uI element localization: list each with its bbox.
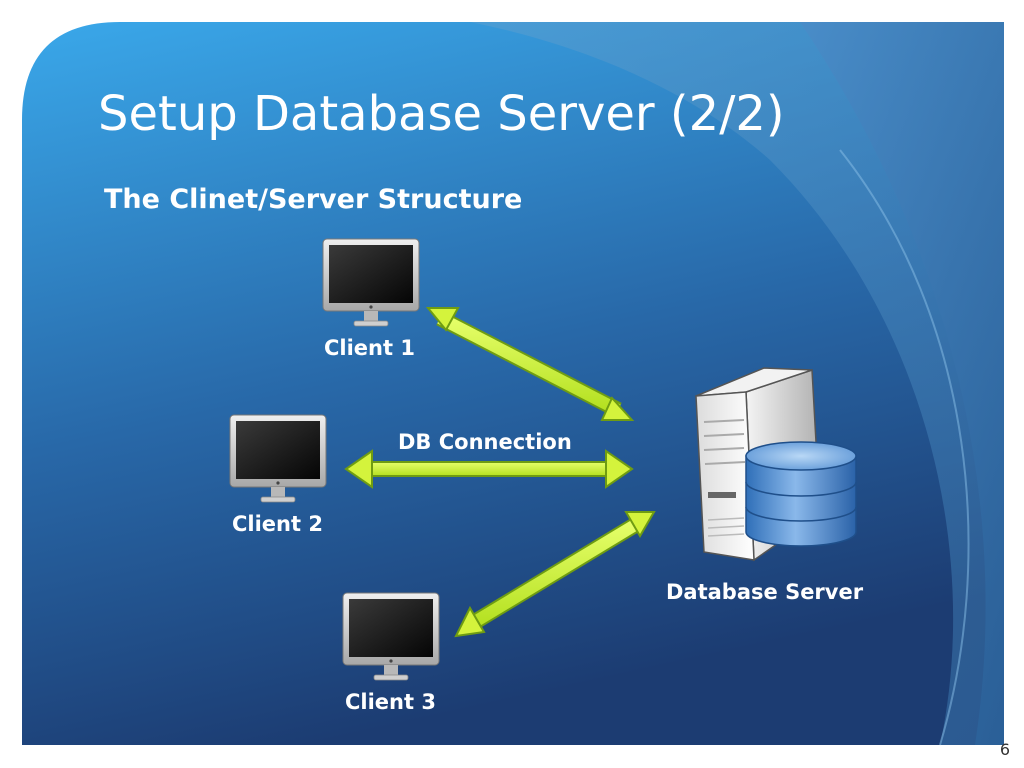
slide-subtitle: The Clinet/Server Structure	[104, 184, 523, 215]
slide-title: Setup Database Server (2/2)	[98, 86, 785, 142]
client-3-label: Client 3	[345, 690, 436, 714]
database-server-label: Database Server	[666, 580, 864, 604]
arrow-client-2	[344, 449, 634, 489]
client-2-label: Client 2	[232, 512, 323, 536]
monitor-icon	[342, 592, 440, 681]
monitor-icon	[229, 414, 327, 503]
database-server-icon	[695, 367, 857, 562]
page-number: 6	[999, 740, 1010, 759]
connection-label: DB Connection	[398, 430, 572, 454]
arrow-client-1	[425, 307, 635, 421]
arrow-client-3	[454, 511, 656, 638]
monitor-icon	[322, 238, 420, 327]
client-1-label: Client 1	[324, 336, 415, 360]
